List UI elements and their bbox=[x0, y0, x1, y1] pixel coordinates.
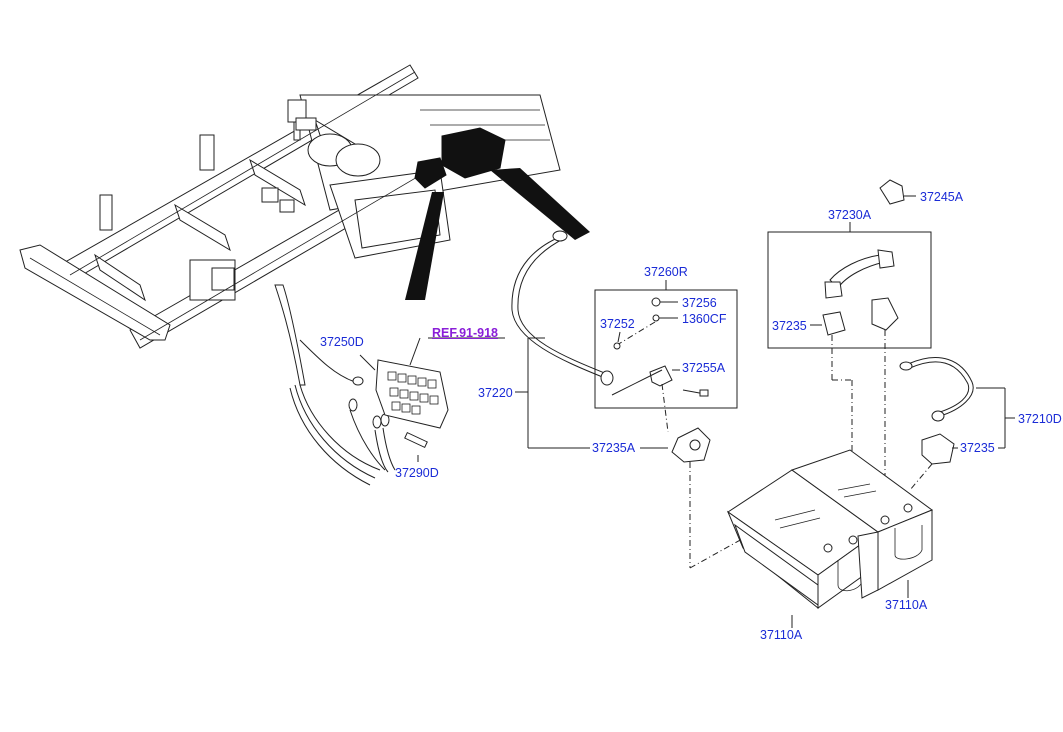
label-37230A[interactable]: 37230A bbox=[828, 208, 872, 222]
label-37250D[interactable]: 37250D bbox=[320, 335, 364, 349]
label-37255A[interactable]: 37255A bbox=[682, 361, 726, 375]
battery-left-37110A bbox=[726, 469, 879, 628]
label-37235-upper[interactable]: 37235 bbox=[772, 319, 807, 333]
label-37256[interactable]: 37256 bbox=[682, 296, 717, 310]
label-1360CF[interactable]: 1360CF bbox=[682, 312, 727, 326]
label-37235A[interactable]: 37235A bbox=[592, 441, 636, 455]
battery-cable-37220 bbox=[511, 230, 668, 449]
box-37260R bbox=[594, 280, 738, 433]
cable-harness bbox=[274, 284, 505, 486]
label-37210D[interactable]: 37210D bbox=[1018, 412, 1062, 426]
battery-right-37110A bbox=[790, 449, 934, 599]
cap-37245A bbox=[879, 179, 916, 205]
label-37220[interactable]: 37220 bbox=[478, 386, 513, 400]
label-37110A-right[interactable]: 37110A bbox=[885, 598, 928, 612]
chassis-frame bbox=[19, 64, 590, 349]
label-37260R[interactable]: 37260R bbox=[644, 265, 688, 279]
label-37245A[interactable]: 37245A bbox=[920, 190, 964, 204]
label-37110A-left[interactable]: 37110A bbox=[760, 628, 803, 642]
label-37252[interactable]: 37252 bbox=[600, 317, 635, 331]
label-37235-lower[interactable]: 37235 bbox=[960, 441, 995, 455]
cable-37210D bbox=[899, 357, 1015, 491]
label-37290D[interactable]: 37290D bbox=[395, 466, 439, 480]
reference-link[interactable]: REF.91-918 bbox=[432, 326, 499, 340]
